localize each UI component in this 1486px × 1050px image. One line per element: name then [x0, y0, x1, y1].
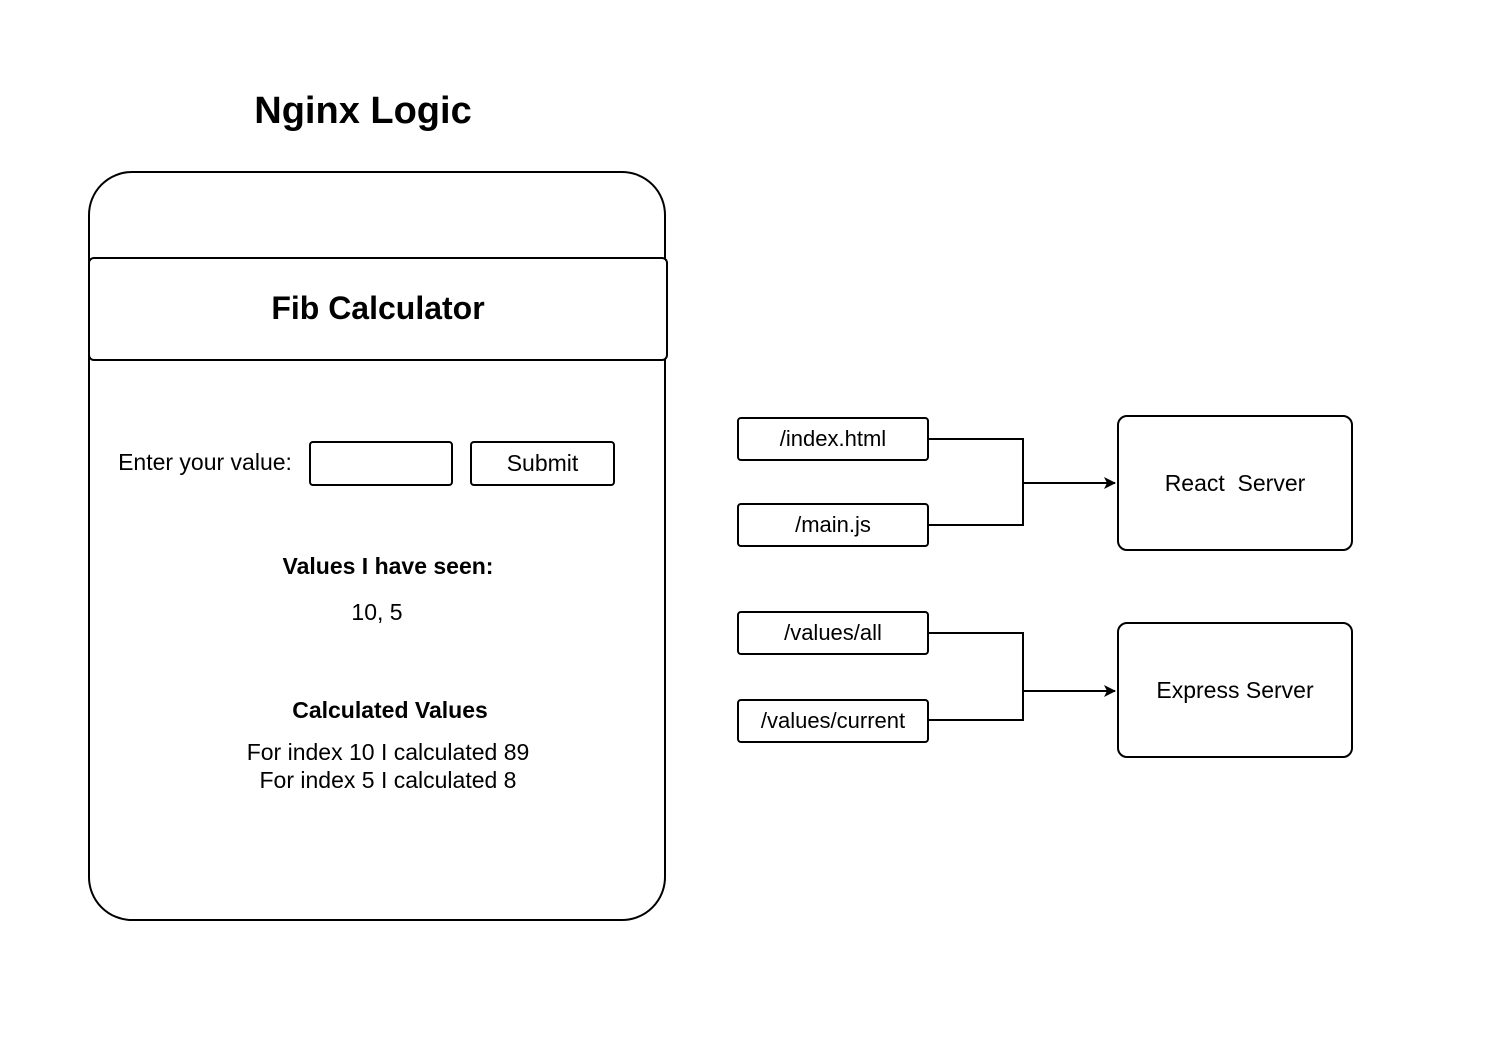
value-input-label: Enter your value:: [118, 449, 292, 475]
route-index-html: /index.html: [737, 417, 929, 461]
browser-window-frame: [88, 171, 666, 921]
calculated-value-item: For index 10 I calculated 89: [246, 739, 530, 765]
app-header: [88, 257, 668, 361]
diagram-title: Nginx Logic: [254, 90, 472, 132]
value-input[interactable]: [309, 441, 453, 486]
app-title: Fib Calculator: [271, 290, 485, 326]
submit-button[interactable]: Submit: [470, 441, 615, 486]
calculated-values-heading: Calculated Values: [292, 697, 488, 723]
express-server-box: Express Server: [1117, 622, 1353, 758]
route-main-js: /main.js: [737, 503, 929, 547]
route-values-all: /values/all: [737, 611, 929, 655]
seen-values-heading: Values I have seen:: [282, 553, 494, 579]
route-values-current: /values/current: [737, 699, 929, 743]
express-routes-connector: [929, 632, 1116, 721]
calculated-value-item: For index 5 I calculated 8: [259, 767, 517, 793]
seen-values-text: 10, 5: [351, 599, 403, 625]
react-server-box: React Server: [1117, 415, 1353, 551]
calculated-values-list: For index 10 I calculated 89 For index 5…: [188, 738, 588, 794]
react-routes-connector: [929, 438, 1116, 526]
